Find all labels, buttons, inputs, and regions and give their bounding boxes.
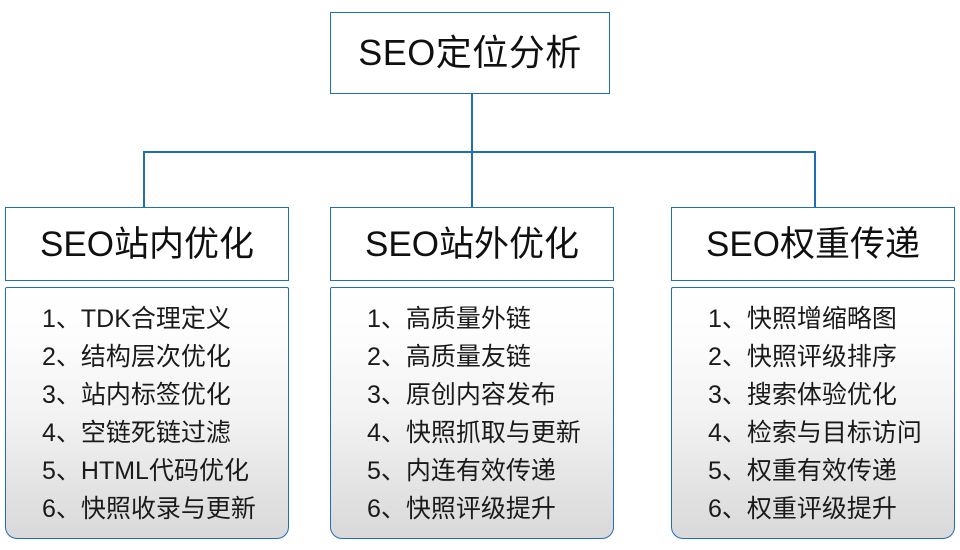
list-item-index: 4、: [708, 419, 747, 447]
list-item-index: 5、: [708, 457, 747, 485]
list-item-index: 6、: [367, 495, 406, 523]
list-item-text: 原创内容发布: [405, 381, 556, 409]
list-item-index: 1、: [42, 305, 81, 333]
list-item: 3、搜索体验优化: [708, 376, 954, 414]
list-item: 2、快照评级排序: [708, 338, 954, 376]
list-item-text: 高质量友链: [405, 343, 531, 371]
branch-list-2: 1、高质量外链 2、高质量友链 3、原创内容发布 4、快照抓取与更新 5、内连有…: [331, 300, 613, 528]
list-item: 2、高质量友链: [367, 338, 613, 376]
list-item-text: 快照评级提升: [405, 495, 556, 523]
branch-column-2: SEO站外优化 1、高质量外链 2、高质量友链 3、原创内容发布 4、快照抓取与…: [330, 207, 614, 539]
list-item-text: 检索与目标访问: [746, 419, 922, 447]
list-item-text: TDK合理定义: [80, 305, 231, 333]
list-item-text: 权重有效传递: [746, 457, 897, 485]
list-item: 5、内连有效传递: [367, 452, 613, 490]
list-item: 3、原创内容发布: [367, 376, 613, 414]
list-item: 4、空链死链过滤: [42, 414, 288, 452]
list-item-text: HTML代码优化: [80, 457, 249, 485]
list-item: 6、快照收录与更新: [42, 490, 288, 528]
list-item: 6、权重评级提升: [708, 490, 954, 528]
list-item: 1、高质量外链: [367, 300, 613, 338]
list-item-text: 快照增缩略图: [746, 305, 897, 333]
list-item: 2、结构层次优化: [42, 338, 288, 376]
connector-branch-right: [814, 151, 816, 208]
branch-column-3: SEO权重传递 1、快照增缩略图 2、快照评级排序 3、搜索体验优化 4、检索与…: [671, 207, 955, 539]
list-item-index: 3、: [708, 381, 747, 409]
list-item: 5、HTML代码优化: [42, 452, 288, 490]
connector-horizontal-bus: [143, 151, 816, 153]
list-item-text: 快照收录与更新: [80, 495, 256, 523]
list-item: 5、权重有效传递: [708, 452, 954, 490]
branch-header-label-2: SEO站外优化: [365, 224, 579, 264]
list-item-index: 3、: [367, 381, 406, 409]
connector-branch-left: [143, 151, 145, 208]
list-item-index: 4、: [367, 419, 406, 447]
list-item-text: 快照抓取与更新: [405, 419, 581, 447]
branch-list-3: 1、快照增缩略图 2、快照评级排序 3、搜索体验优化 4、检索与目标访问 5、权…: [672, 300, 954, 528]
list-item-index: 2、: [42, 343, 81, 371]
list-item-text: 权重评级提升: [746, 495, 897, 523]
list-item-text: 搜索体验优化: [746, 381, 897, 409]
list-item: 1、快照增缩略图: [708, 300, 954, 338]
list-item-text: 结构层次优化: [80, 343, 231, 371]
list-item-text: 空链死链过滤: [80, 419, 231, 447]
branch-header-1[interactable]: SEO站内优化: [5, 207, 289, 281]
list-item-index: 2、: [367, 343, 406, 371]
branch-column-1: SEO站内优化 1、TDK合理定义 2、结构层次优化 3、站内标签优化 4、空链…: [5, 207, 289, 539]
list-item-index: 6、: [42, 495, 81, 523]
list-item-index: 3、: [42, 381, 81, 409]
list-item-text: 快照评级排序: [746, 343, 897, 371]
list-item-text: 高质量外链: [405, 305, 531, 333]
root-node[interactable]: SEO定位分析: [330, 12, 610, 94]
list-item-text: 站内标签优化: [80, 381, 231, 409]
list-item-index: 5、: [42, 457, 81, 485]
list-item-index: 4、: [42, 419, 81, 447]
list-item-text: 内连有效传递: [405, 457, 556, 485]
root-node-label: SEO定位分析: [358, 32, 582, 73]
list-item: 6、快照评级提升: [367, 490, 613, 528]
connector-branch-middle: [471, 151, 473, 208]
branch-body-2: 1、高质量外链 2、高质量友链 3、原创内容发布 4、快照抓取与更新 5、内连有…: [330, 287, 614, 539]
branch-list-1: 1、TDK合理定义 2、结构层次优化 3、站内标签优化 4、空链死链过滤 5、H…: [6, 300, 288, 528]
branch-header-label-3: SEO权重传递: [706, 224, 920, 264]
branch-header-2[interactable]: SEO站外优化: [330, 207, 614, 281]
list-item: 1、TDK合理定义: [42, 300, 288, 338]
list-item: 4、检索与目标访问: [708, 414, 954, 452]
list-item: 4、快照抓取与更新: [367, 414, 613, 452]
branch-body-1: 1、TDK合理定义 2、结构层次优化 3、站内标签优化 4、空链死链过滤 5、H…: [5, 287, 289, 539]
list-item-index: 5、: [367, 457, 406, 485]
list-item-index: 6、: [708, 495, 747, 523]
list-item: 3、站内标签优化: [42, 376, 288, 414]
branch-header-label-1: SEO站内优化: [40, 224, 254, 264]
connector-root-stem: [471, 94, 473, 152]
branch-header-3[interactable]: SEO权重传递: [671, 207, 955, 281]
list-item-index: 2、: [708, 343, 747, 371]
list-item-index: 1、: [367, 305, 406, 333]
list-item-index: 1、: [708, 305, 747, 333]
branch-body-3: 1、快照增缩略图 2、快照评级排序 3、搜索体验优化 4、检索与目标访问 5、权…: [671, 287, 955, 539]
